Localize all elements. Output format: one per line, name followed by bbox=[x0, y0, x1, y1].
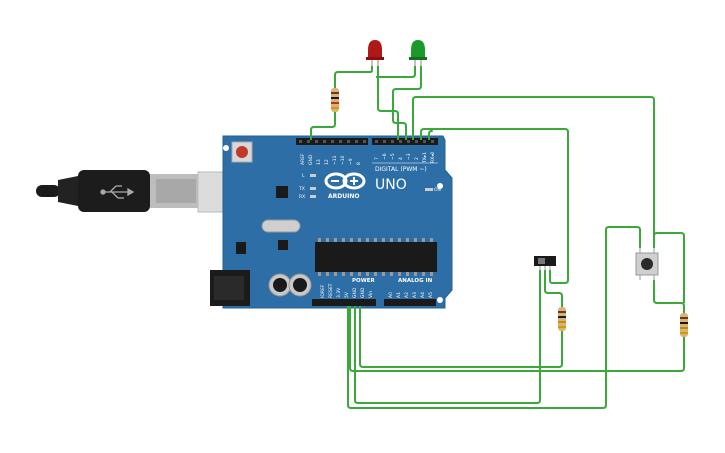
pin-label: 2 bbox=[414, 157, 420, 160]
pin-label: ~6 bbox=[382, 153, 388, 160]
svg-text:L: L bbox=[302, 173, 305, 179]
svg-text:A3: A3 bbox=[412, 292, 418, 298]
red-led[interactable] bbox=[366, 40, 384, 66]
usb-cable-icon[interactable] bbox=[36, 170, 253, 213]
pin-label: 12 bbox=[324, 159, 330, 165]
pin-label: 4 bbox=[398, 157, 404, 160]
pin-label: ~3 bbox=[406, 153, 412, 160]
pushbutton-icon[interactable] bbox=[635, 248, 659, 280]
green-led[interactable] bbox=[409, 40, 427, 66]
svg-text:GND: GND bbox=[352, 287, 358, 298]
status-leds: L TX RX ON bbox=[298, 173, 441, 200]
svg-text:5V: 5V bbox=[344, 291, 350, 298]
capacitors bbox=[268, 273, 312, 297]
svg-text:A1: A1 bbox=[396, 292, 402, 298]
pin-label: ~5 bbox=[390, 153, 396, 160]
svg-text:TX: TX bbox=[298, 186, 305, 192]
pin-label: TX▸1 bbox=[422, 152, 428, 164]
regulator bbox=[236, 242, 246, 254]
power-header-label: POWER bbox=[352, 278, 376, 284]
reset-button-icon[interactable] bbox=[231, 141, 253, 163]
svg-text:IOREF: IOREF bbox=[320, 284, 326, 298]
board-logo-text: ARDUINO bbox=[328, 193, 359, 200]
pin-label: 8 bbox=[356, 162, 362, 165]
svg-text:GND: GND bbox=[360, 287, 366, 298]
crystal bbox=[261, 219, 301, 233]
usb-chip bbox=[276, 186, 288, 198]
svg-text:ON: ON bbox=[434, 187, 441, 193]
svg-text:3.3V: 3.3V bbox=[336, 287, 342, 298]
wires[interactable] bbox=[310, 66, 685, 409]
svg-text:A4: A4 bbox=[420, 292, 426, 298]
pin-label: RX◂0 bbox=[430, 152, 436, 163]
arduino-logo-icon bbox=[324, 172, 366, 190]
pin-label: ~11 bbox=[332, 155, 338, 165]
pin-label: GND bbox=[308, 154, 314, 165]
board-model: UNO bbox=[375, 177, 407, 193]
digital-header-label: DIGITAL (PWM ~) bbox=[375, 166, 427, 173]
slide-switch-icon[interactable] bbox=[534, 256, 556, 270]
pin-label: 7 bbox=[374, 157, 380, 160]
microcontroller-chip bbox=[315, 238, 437, 276]
analog-header-label: ANALOG IN bbox=[398, 278, 433, 284]
pin-label: 13 bbox=[316, 159, 322, 165]
svg-text:A5: A5 bbox=[428, 292, 434, 298]
svg-text:RESET: RESET bbox=[328, 283, 334, 298]
power-header[interactable] bbox=[312, 299, 436, 306]
resistor[interactable] bbox=[558, 307, 566, 331]
svg-text:A0: A0 bbox=[388, 292, 394, 298]
pin-label: AREF bbox=[300, 153, 306, 165]
svg-text:RX: RX bbox=[299, 194, 305, 200]
resistor[interactable] bbox=[680, 313, 688, 337]
pin-label: ~9 bbox=[348, 158, 354, 165]
svg-text:A2: A2 bbox=[404, 292, 410, 298]
arduino-board[interactable]: AREF GND 13 12 ~11 ~10 ~9 8 7 ~6 ~5 4 ~3… bbox=[210, 135, 453, 309]
resistor[interactable] bbox=[331, 88, 339, 112]
pin-label: ~10 bbox=[340, 155, 346, 165]
svg-text:Vin: Vin bbox=[368, 291, 374, 298]
digital-header[interactable] bbox=[296, 138, 438, 145]
usb-symbol-icon bbox=[100, 185, 135, 199]
